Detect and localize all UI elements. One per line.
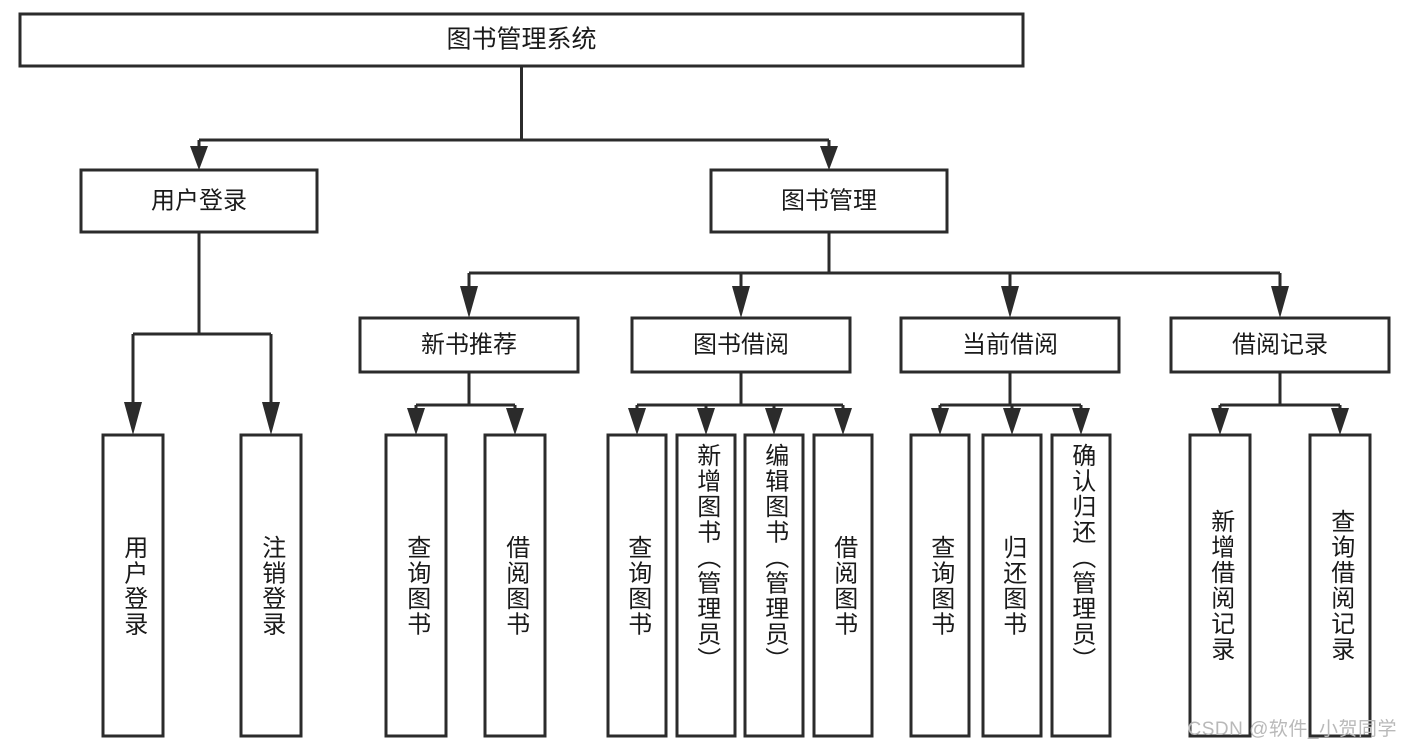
arrow-head-leaf-query-book-current — [931, 408, 949, 435]
arrow-head-leaf-return-book — [1003, 408, 1021, 435]
node-root-label: 图书管理系统 — [446, 26, 596, 54]
arrow-head-leaf-add-book-admin — [697, 408, 715, 435]
node-leaf-borrow-book-box[interactable] — [812, 433, 874, 738]
connector-group-root-to-level2 — [190, 66, 838, 170]
node-book-manage-box[interactable] — [709, 168, 949, 234]
node-borrow-record-box[interactable] — [1169, 316, 1391, 374]
node-root-box[interactable] — [18, 12, 1025, 68]
arrow-head-current-borrow — [1001, 286, 1019, 318]
arrow-head-leaf-user-logout — [262, 402, 280, 435]
node-leaf-edit-book-admin-box[interactable] — [743, 433, 805, 738]
leaf-boxes-group — [101, 433, 1372, 738]
node-leaf-query-borrow-record-box[interactable] — [1308, 433, 1372, 738]
node-user-login[interactable]: 用户登录 — [79, 168, 319, 234]
arrow-head-leaf-edit-book-admin — [765, 408, 783, 435]
connector-group-bookmanage-to-level3 — [460, 232, 1289, 318]
node-book-borrow[interactable]: 图书借阅 — [630, 316, 852, 374]
node-leaf-user-logout-box[interactable] — [239, 433, 303, 738]
node-book-borrow-label: 图书借阅 — [693, 331, 789, 358]
node-book-manage-label: 图书管理 — [781, 187, 877, 214]
arrow-head-leaf-query-book-borrow — [628, 408, 646, 435]
connector-group-userlogin-to-leaves — [124, 232, 280, 435]
connector-group-currentborrow-to-leaves — [931, 372, 1090, 435]
node-user-login-label: 用户登录 — [151, 187, 247, 214]
arrow-head-leaf-confirm-return-admin — [1072, 408, 1090, 435]
arrow-head-leaf-borrow-book-recommend — [506, 408, 524, 435]
arrow-head-leaf-user-login — [124, 402, 142, 435]
node-leaf-query-book-current-box[interactable] — [909, 433, 971, 738]
arrow-head-leaf-borrow-book — [834, 408, 852, 435]
arrow-head-new-book-recommend — [460, 286, 478, 318]
node-new-book-recommend-box[interactable] — [358, 316, 580, 374]
node-leaf-add-book-admin-box[interactable] — [675, 433, 737, 738]
node-leaf-add-borrow-record-box[interactable] — [1188, 433, 1252, 738]
connector-group-bookborrow-to-leaves — [628, 372, 852, 435]
arrow-head-book-borrow — [732, 286, 750, 318]
arrow-head-leaf-query-book-recommend — [407, 408, 425, 435]
arrow-head-leaf-add-borrow-record — [1211, 408, 1229, 435]
node-leaf-borrow-book-recommend-box[interactable] — [483, 433, 547, 738]
node-book-manage[interactable]: 图书管理 — [709, 168, 949, 234]
node-root[interactable]: 图书管理系统 — [18, 12, 1025, 68]
connector-group-borrowrecord-to-leaves — [1211, 372, 1349, 435]
arrow-head-leaf-query-borrow-record — [1331, 408, 1349, 435]
node-book-borrow-box[interactable] — [630, 316, 852, 374]
arrow-head-user-login — [190, 146, 208, 170]
arrow-head-borrow-record — [1271, 286, 1289, 318]
node-new-book-recommend-label: 新书推荐 — [421, 331, 517, 358]
node-current-borrow-label: 当前借阅 — [962, 331, 1058, 358]
node-current-borrow-box[interactable] — [899, 316, 1121, 374]
node-user-login-box[interactable] — [79, 168, 319, 234]
node-current-borrow[interactable]: 当前借阅 — [899, 316, 1121, 374]
csdn-watermark: CSDN @软件_小贺同学 — [1187, 719, 1397, 740]
node-leaf-query-book-borrow-box[interactable] — [606, 433, 668, 738]
node-leaf-user-login-box[interactable] — [101, 433, 165, 738]
node-borrow-record-label: 借阅记录 — [1232, 331, 1328, 358]
node-leaf-return-book-box[interactable] — [981, 433, 1043, 738]
node-borrow-record[interactable]: 借阅记录 — [1169, 316, 1391, 374]
connector-group-newbook-to-leaves — [407, 372, 524, 435]
node-leaf-confirm-return-admin-box[interactable] — [1050, 433, 1112, 738]
node-leaf-query-book-recommend-box[interactable] — [384, 433, 448, 738]
node-new-book-recommend[interactable]: 新书推荐 — [358, 316, 580, 374]
arrow-head-book-manage — [820, 146, 838, 170]
